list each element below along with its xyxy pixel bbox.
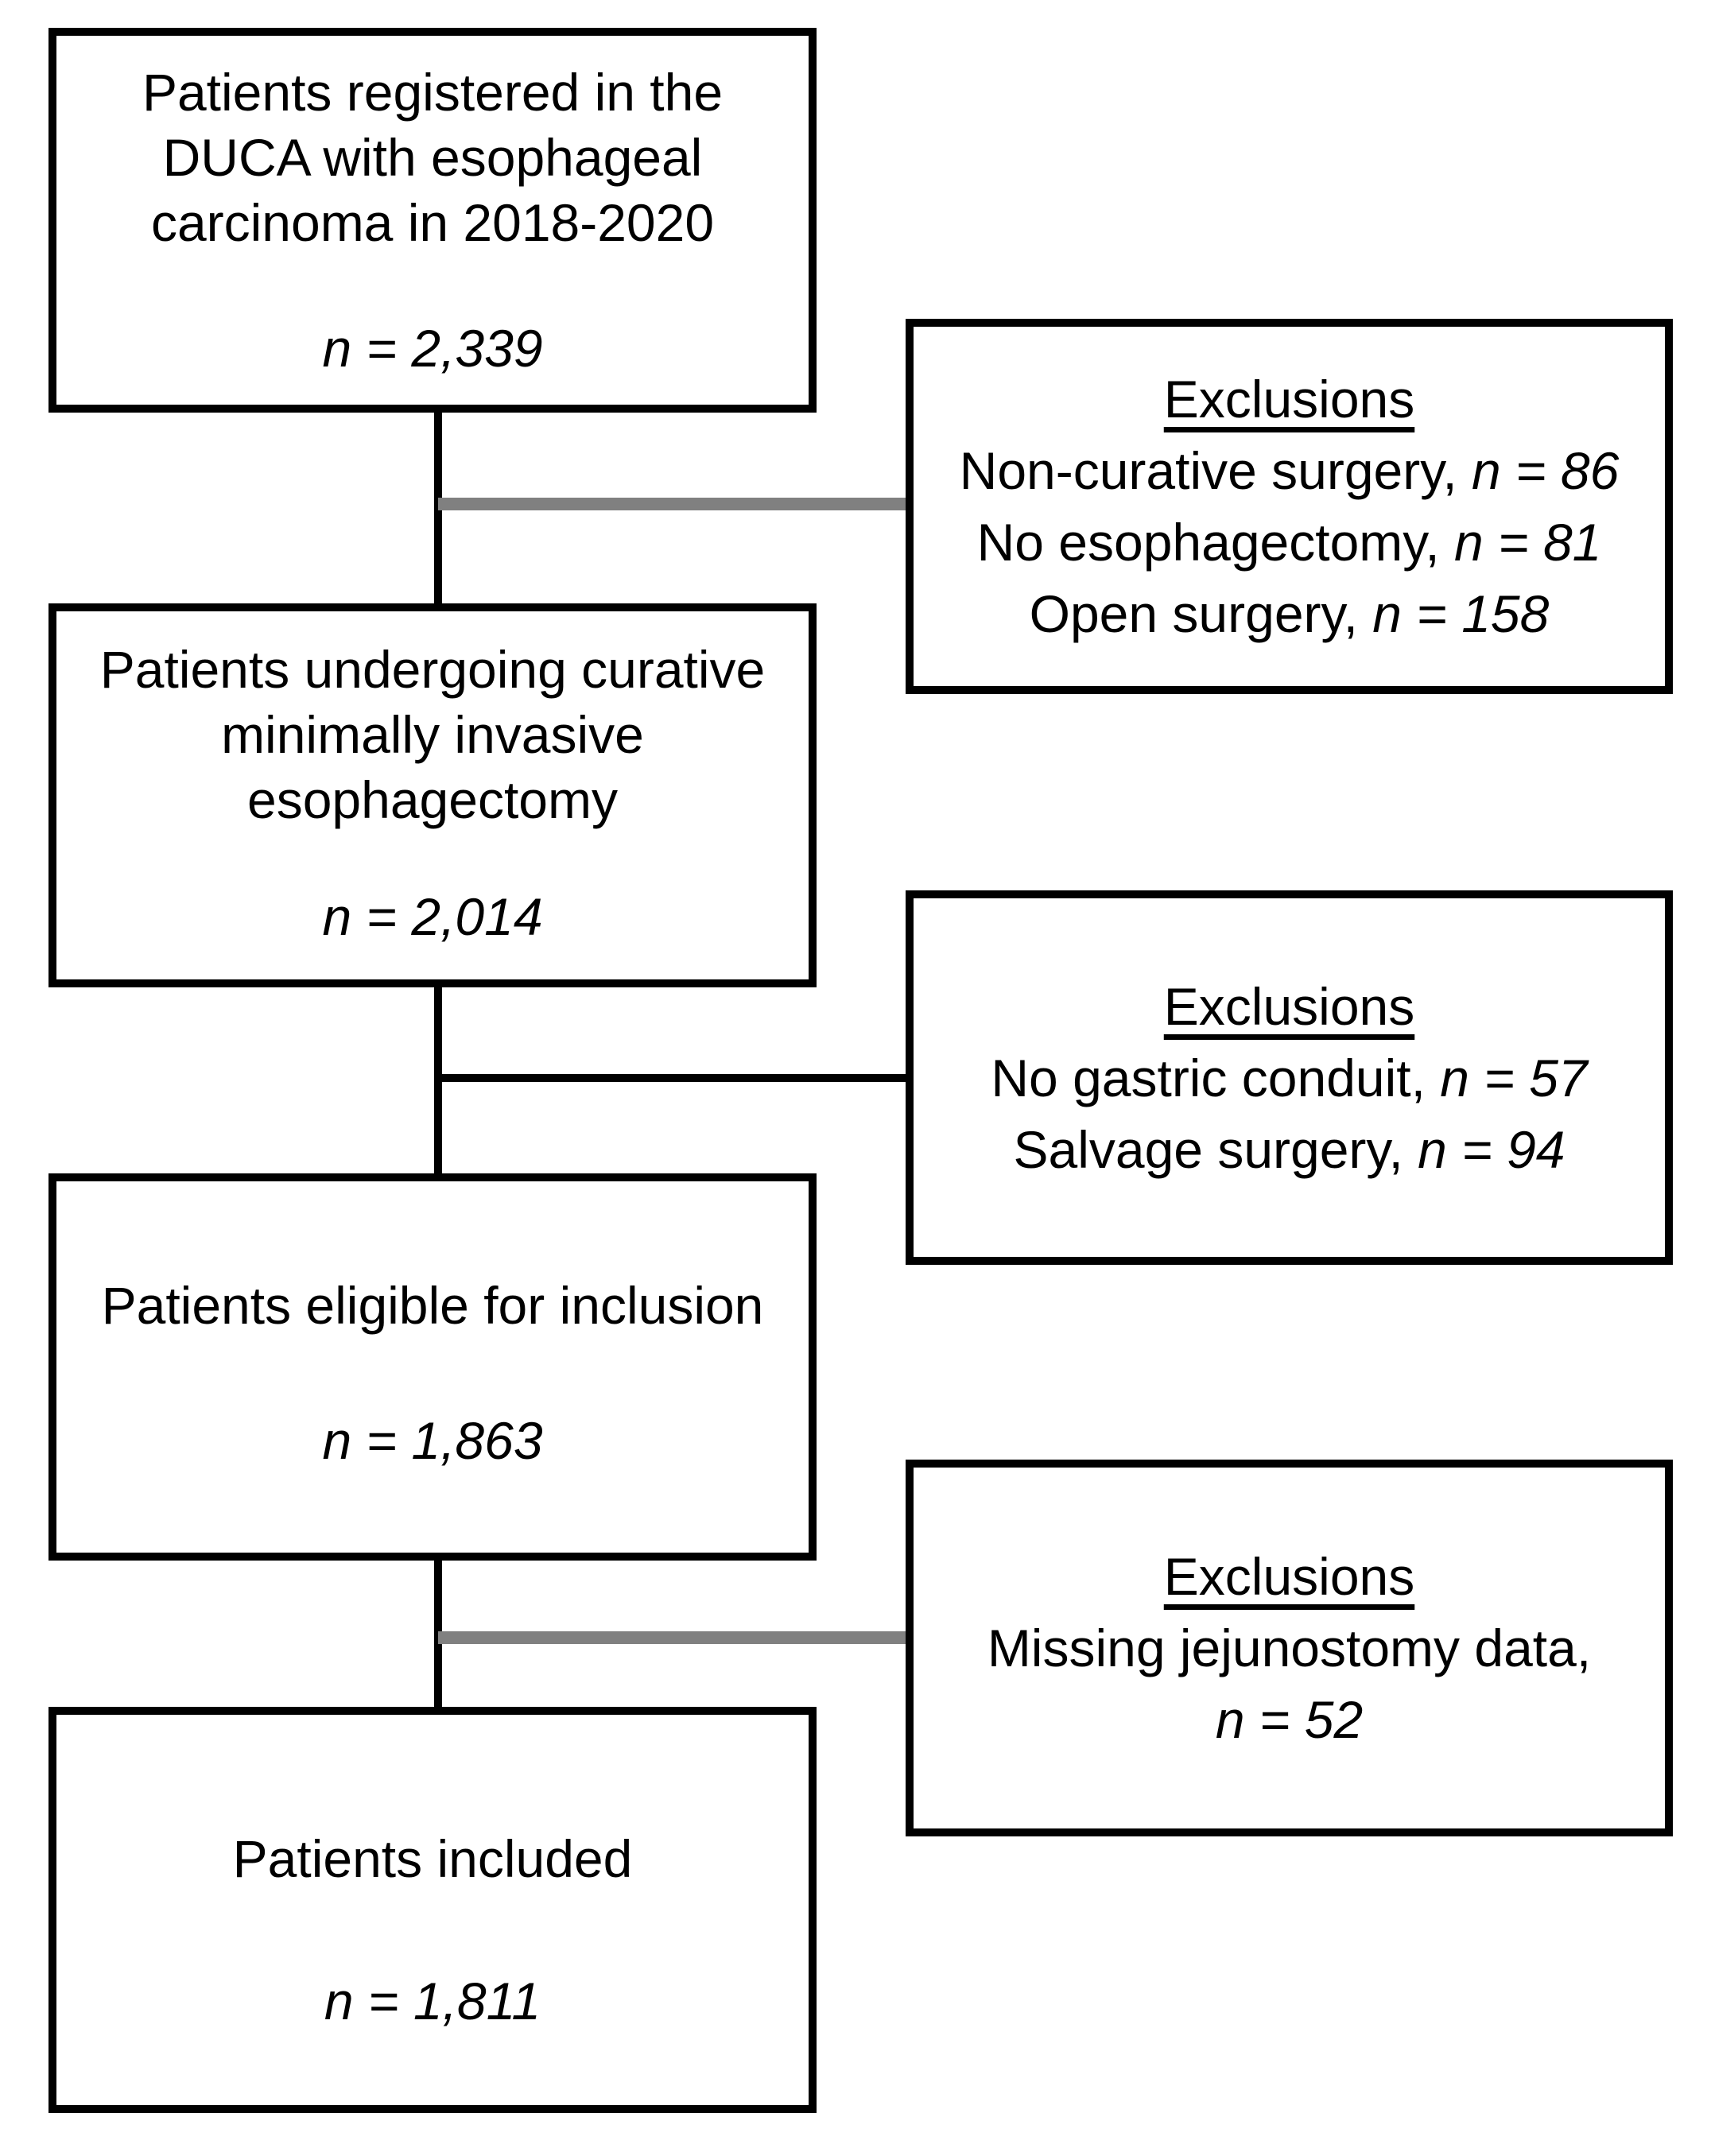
exclusion-heading: Exclusions <box>1163 976 1415 1036</box>
exclusion-label: No esophagectomy, <box>976 513 1455 572</box>
node-eligible-count: n = 1,863 <box>322 1411 543 1470</box>
exclusion-count: n = 57 <box>1440 1048 1588 1107</box>
node-included: Patients included n = 1,811 <box>48 1707 817 2113</box>
exclusion-line: No gastric conduit, n = 57 <box>991 1042 1587 1114</box>
exclusion-count: n = 52 <box>1215 1690 1364 1749</box>
exclusion-count: n = 94 <box>1418 1119 1566 1179</box>
node-registered-count: n = 2,339 <box>322 319 543 378</box>
node-included-title: Patients included <box>232 1829 633 1888</box>
exclusion-label: No gastric conduit, <box>991 1048 1441 1107</box>
exclusion-label: Salvage surgery, <box>1013 1119 1418 1179</box>
edge-to-exclusions-3 <box>438 1631 909 1644</box>
exclusion-line: Non-curative surgery, n = 86 <box>960 435 1620 506</box>
exclusion-heading: Exclusions <box>1163 370 1415 428</box>
exclusion-heading: Exclusions <box>1163 1547 1415 1606</box>
node-eligible: Patients eligible for inclusion n = 1,86… <box>48 1173 817 1561</box>
exclusion-label: Missing jejunostomy data, <box>987 1619 1592 1677</box>
node-mie-title: Patients undergoing curative minimally i… <box>99 640 766 829</box>
node-eligible-title: Patients eligible for inclusion <box>101 1276 764 1335</box>
exclusion-label: Open surgery, <box>1029 584 1373 643</box>
exclusion-line: Missing jejunostomy data, <box>987 1612 1591 1684</box>
node-registered-title: Patients registered in the DUCA with eso… <box>142 63 724 252</box>
node-mie: Patients undergoing curative minimally i… <box>48 603 817 987</box>
exclusion-count: n = 81 <box>1454 513 1602 572</box>
exclusion-line: Open surgery, n = 158 <box>960 578 1620 650</box>
exclusion-box-3: Exclusions Missing jejunostomy data, n = … <box>906 1460 1673 1836</box>
exclusion-count: n = 158 <box>1372 584 1550 643</box>
node-mie-count: n = 2,014 <box>322 887 543 946</box>
exclusion-label: Non-curative surgery, <box>959 441 1472 500</box>
node-registered: Patients registered in the DUCA with eso… <box>48 28 817 413</box>
exclusion-count: n = 86 <box>1472 441 1620 500</box>
exclusion-line: Salvage surgery, n = 94 <box>991 1114 1587 1185</box>
node-included-count: n = 1,811 <box>324 1972 541 2030</box>
exclusion-line: No esophagectomy, n = 81 <box>960 506 1620 578</box>
edge-to-exclusions-2 <box>438 1074 909 1082</box>
edge-to-exclusions-1 <box>438 498 909 510</box>
exclusion-line: n = 52 <box>987 1684 1591 1755</box>
exclusion-lines: Missing jejunostomy data, n = 52 <box>987 1612 1591 1755</box>
